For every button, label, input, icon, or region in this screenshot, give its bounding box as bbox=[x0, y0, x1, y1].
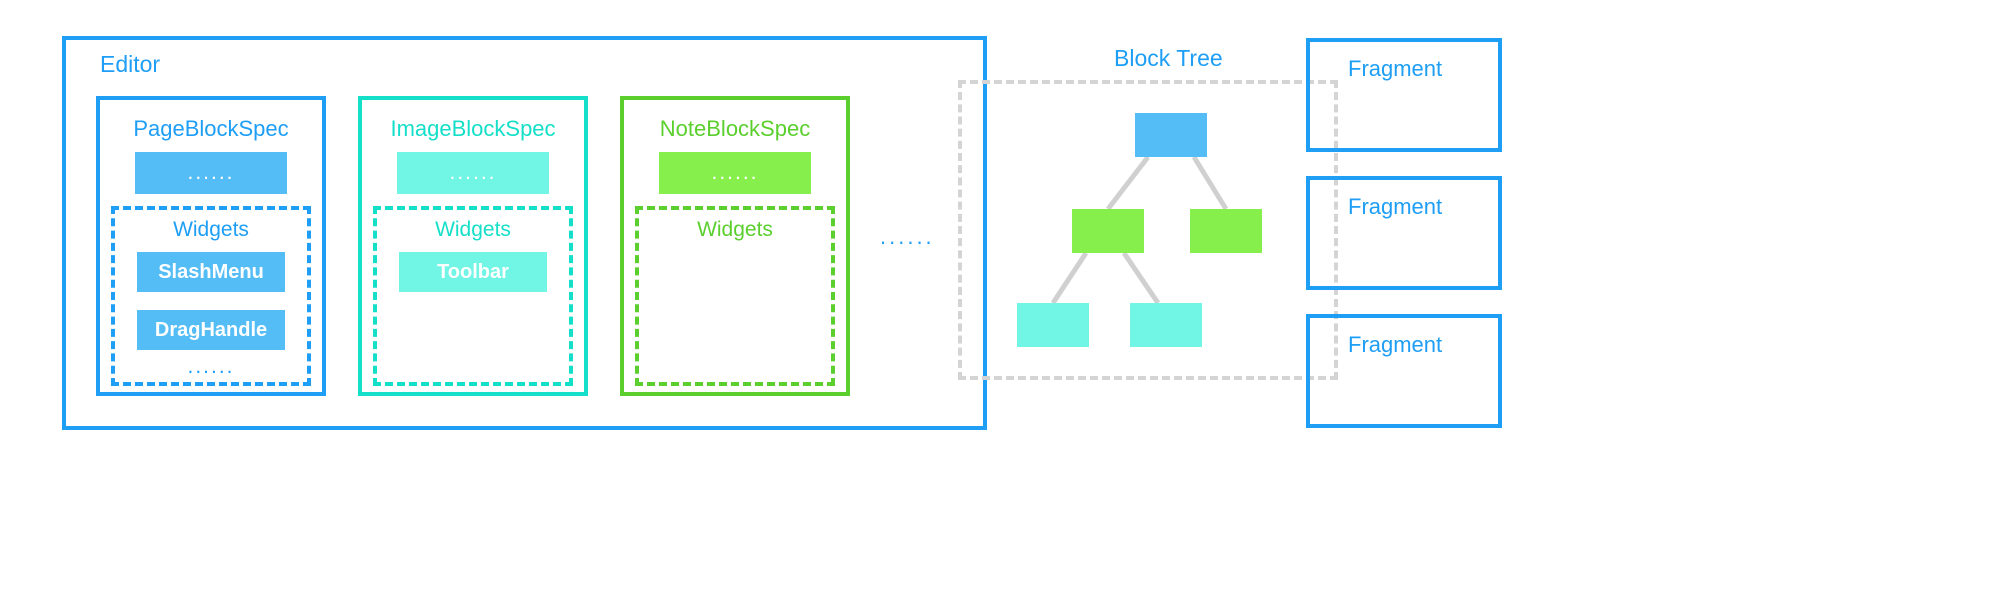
fragment-card[interactable]: Fragment bbox=[1306, 38, 1502, 152]
widgets-title: Widgets bbox=[697, 218, 773, 241]
more-specs-ellipsis: ...... bbox=[880, 224, 935, 249]
tree-node-leaf-left[interactable] bbox=[1017, 303, 1089, 347]
fragment-label: Fragment bbox=[1348, 332, 1443, 357]
widget-chip-toolbar[interactable]: Toolbar bbox=[399, 252, 547, 292]
fragment-label: Fragment bbox=[1348, 194, 1443, 219]
block-tree-label: Block Tree bbox=[1114, 45, 1223, 71]
tree-node-root[interactable] bbox=[1135, 113, 1207, 157]
spec-content-band: ...... bbox=[135, 152, 287, 194]
fragment-card[interactable]: Fragment bbox=[1306, 176, 1502, 290]
spec-card-imageblockspec[interactable]: ImageBlockSpec ...... Widgets Toolbar bbox=[358, 96, 588, 396]
spec-title: NoteBlockSpec bbox=[659, 116, 811, 141]
editor-label: Editor bbox=[100, 51, 161, 77]
block-tree-edges bbox=[1050, 155, 1229, 305]
widget-chip-draghandle[interactable]: DragHandle bbox=[137, 310, 285, 350]
spec-card-noteblockspec[interactable]: NoteBlockSpec ...... Widgets bbox=[620, 96, 850, 396]
widgets-group: Widgets SlashMenu DragHandle ...... bbox=[111, 206, 311, 386]
spec-title: PageBlockSpec bbox=[133, 116, 289, 141]
fragment-card[interactable]: Fragment bbox=[1306, 314, 1502, 428]
spec-title: ImageBlockSpec bbox=[390, 116, 556, 141]
spec-content-band: ...... bbox=[659, 152, 811, 194]
widgets-group: Widgets bbox=[635, 206, 835, 386]
editor-container bbox=[62, 36, 987, 430]
widget-chip-slashmenu[interactable]: SlashMenu bbox=[137, 252, 285, 292]
widgets-title: Widgets bbox=[173, 218, 249, 241]
widgets-ellipsis: ...... bbox=[187, 355, 235, 378]
spec-content-band: ...... bbox=[397, 152, 549, 194]
fragment-label: Fragment bbox=[1348, 56, 1443, 81]
tree-node-child-left[interactable] bbox=[1072, 209, 1144, 253]
widgets-title: Widgets bbox=[435, 218, 511, 241]
widgets-group: Widgets Toolbar bbox=[373, 206, 573, 386]
tree-node-child-right[interactable] bbox=[1190, 209, 1262, 253]
block-tree-container bbox=[958, 80, 1338, 380]
spec-card-pageblockspec[interactable]: PageBlockSpec ...... Widgets SlashMenu D… bbox=[96, 96, 326, 396]
tree-node-leaf-right[interactable] bbox=[1130, 303, 1202, 347]
